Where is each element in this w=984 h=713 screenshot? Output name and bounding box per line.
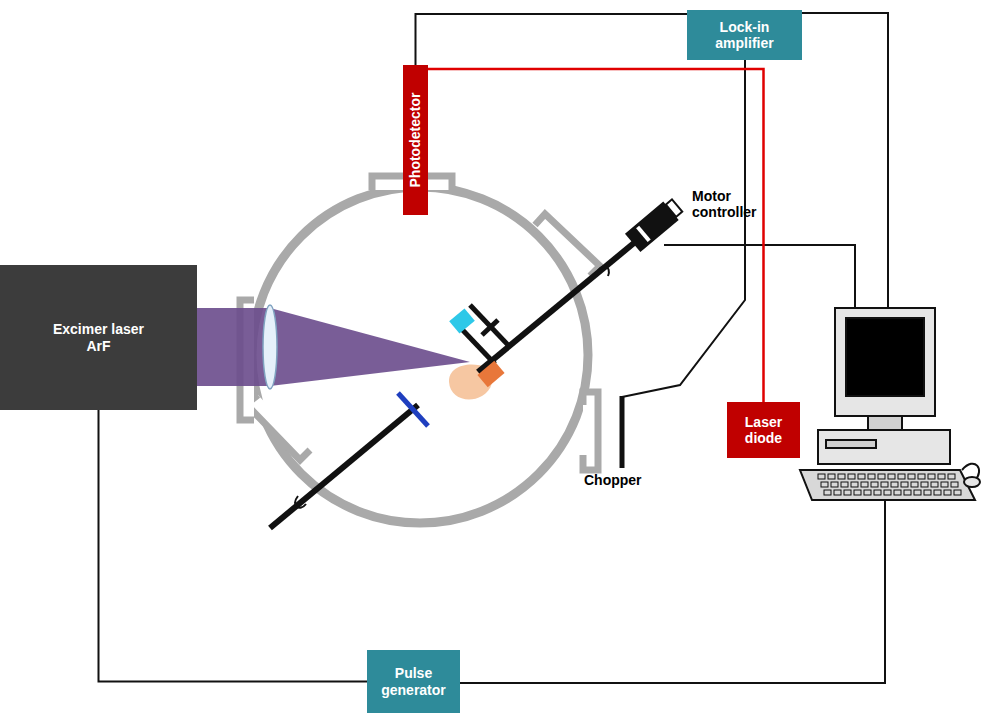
device-label: Laser diode xyxy=(734,414,794,446)
device-box: Lock-in amplifier xyxy=(687,10,802,60)
device-label: Lock-in amplifier xyxy=(695,19,795,51)
part-label: Chopper xyxy=(584,472,664,488)
rotation-arrow xyxy=(295,496,306,508)
device-box: Excimer laser ArF xyxy=(0,265,197,410)
device-label: Pulse generator xyxy=(374,665,454,697)
chopper-blade xyxy=(620,396,625,468)
device-box: Laser diode xyxy=(727,402,800,458)
device-box: Pulse generator xyxy=(367,650,460,713)
target-orange xyxy=(477,361,504,387)
connector-line xyxy=(99,410,368,682)
signal-wires xyxy=(460,13,888,683)
target-rod xyxy=(478,238,640,372)
substrate xyxy=(398,393,428,426)
excimer-beam xyxy=(197,308,470,386)
rotation-arrow xyxy=(596,267,609,276)
detector-box: Photodetector xyxy=(403,65,428,215)
substrate-rod xyxy=(270,405,418,528)
connector-line xyxy=(416,14,688,65)
target-cyan xyxy=(449,308,475,333)
part-label: Motor controller xyxy=(692,188,782,220)
connector-line xyxy=(428,69,764,402)
stepper-motor xyxy=(625,196,685,252)
device-label: Photodetector xyxy=(407,93,423,188)
computer xyxy=(800,308,980,500)
device-label: Excimer laser ArF xyxy=(44,321,154,353)
focusing-lens xyxy=(263,305,277,389)
keyboard-keys xyxy=(818,474,961,495)
